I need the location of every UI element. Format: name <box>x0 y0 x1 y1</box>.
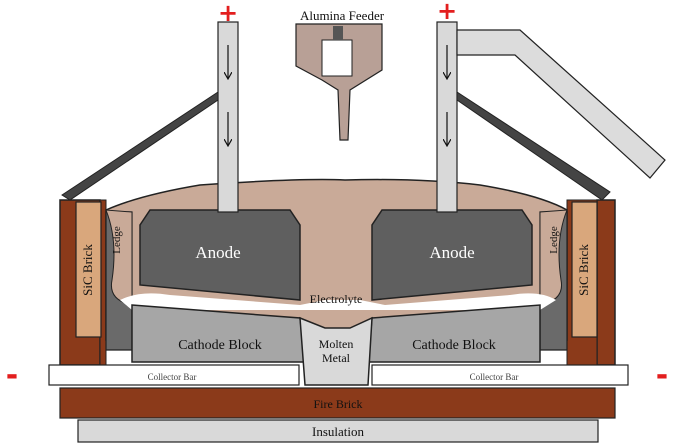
sic-brick-right <box>571 201 598 338</box>
collector-bar-left-label: Collector Bar <box>148 372 197 382</box>
alumina-feeder-body <box>295 23 383 141</box>
alumina-feeder-label: Alumina Feeder <box>300 8 385 23</box>
hood-arm-right <box>456 91 611 201</box>
alumina-feeder-plunger <box>333 26 343 40</box>
anode-left-label: Anode <box>195 243 240 262</box>
sic-brick-left-label: SiC Brick <box>80 244 95 296</box>
anode-terminal-plus-left: + <box>218 0 238 27</box>
collector-bar-right-label: Collector Bar <box>470 372 519 382</box>
electrolyte-label: Electrolyte <box>310 292 363 306</box>
hood-arm-left <box>61 91 219 201</box>
anode-block-left <box>139 209 301 301</box>
molten-metal-label-line2: Metal <box>322 351 351 365</box>
fire-brick-layer <box>59 387 616 419</box>
alumina-feeder-window <box>321 39 353 77</box>
ledge-right-label: Ledge <box>548 226 560 254</box>
insulation-label: Insulation <box>312 424 364 439</box>
collector-bar-right <box>371 364 629 386</box>
molten-metal-label-line1: Molten <box>319 337 354 351</box>
sic-brick-left <box>75 201 102 338</box>
busbar-right <box>456 29 666 179</box>
fire-brick-label: Fire Brick <box>314 397 363 411</box>
ledge-left-label: Ledge <box>111 226 123 254</box>
anode-right-label: Anode <box>429 243 474 262</box>
anode-cathode-gap <box>120 293 556 310</box>
sic-brick-right-label: SiC Brick <box>576 244 591 296</box>
cathode-terminal-minus-right: - <box>656 358 668 393</box>
insulation-layer <box>77 419 599 443</box>
cathode-terminal-minus-left: - <box>6 358 18 393</box>
outer-shell-right-wall <box>596 199 616 366</box>
molten-metal-pool <box>299 316 373 386</box>
anode-block-right <box>371 209 533 301</box>
cathode-right-label: Cathode Block <box>412 338 496 353</box>
cathode-left-label: Cathode Block <box>178 338 262 353</box>
anode-terminal-plus-right: + <box>437 0 457 25</box>
collector-bar-left <box>48 364 300 386</box>
